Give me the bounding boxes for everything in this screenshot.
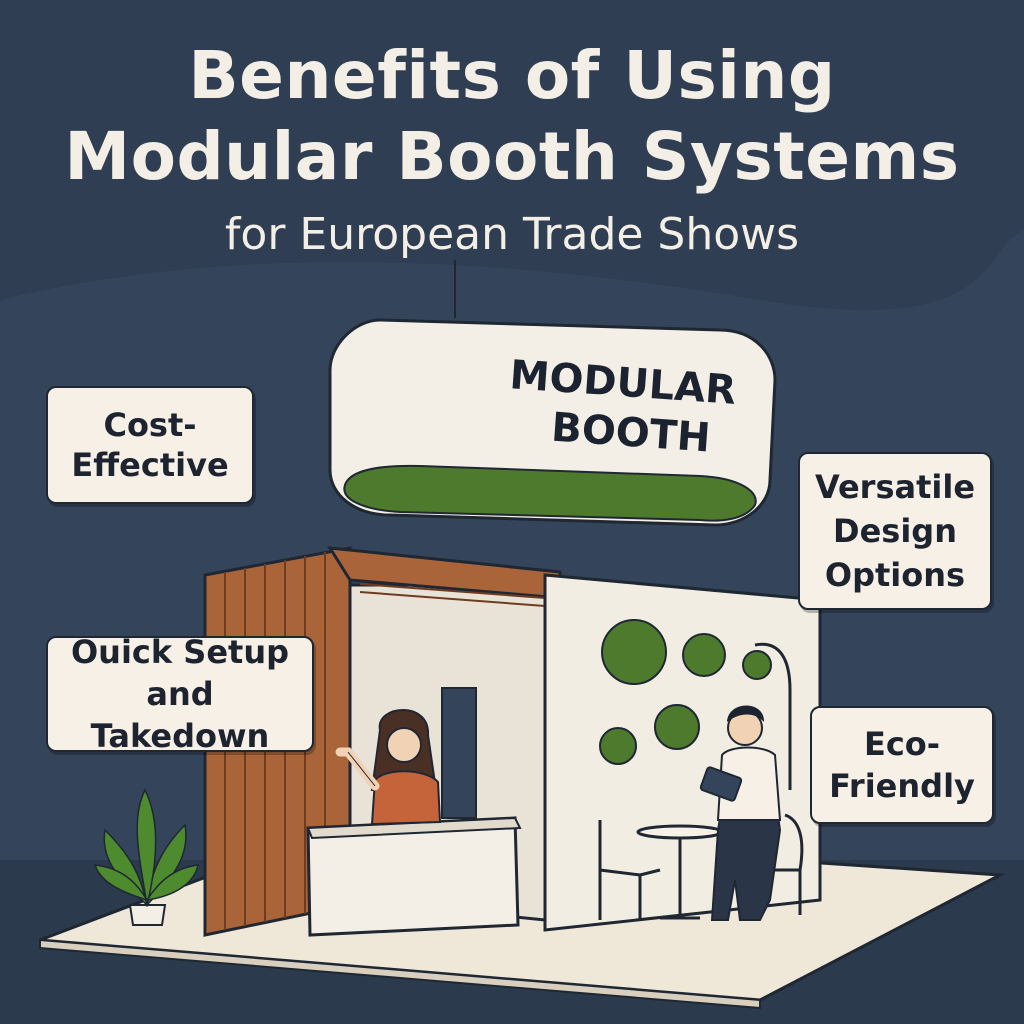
floor-edge	[39, 938, 761, 1010]
page-title: Benefits of Using Modular Booth Systems …	[0, 36, 1024, 266]
man-figure	[699, 705, 782, 921]
ceiling-slats	[359, 583, 546, 607]
woman-figure	[335, 709, 442, 826]
sign-line2: BOOTH	[550, 405, 712, 462]
moss-circles	[599, 619, 772, 765]
benefit-text: Ouick Setup	[70, 633, 290, 671]
lamp-arm	[754, 642, 792, 790]
benefit-text: Effective	[71, 446, 229, 484]
benefit-text: Versatile	[814, 468, 976, 506]
title-line-1: Benefits of Using	[188, 37, 836, 114]
benefit-text: Design	[833, 512, 957, 550]
benefit-card-eco-friendly: Eco- Friendly	[810, 706, 994, 824]
back-door	[441, 687, 477, 819]
benefit-text: and Takedown	[90, 675, 270, 755]
benefit-text: Cost-	[103, 406, 197, 444]
moss-wall	[543, 573, 822, 932]
title-line-2: Modular Booth Systems	[64, 118, 960, 195]
title-line-3: for European Trade Shows	[224, 209, 800, 260]
benefit-text: Friendly	[829, 767, 975, 805]
potted-plant	[93, 788, 199, 926]
benefit-card-quick-setup: Ouick Setup and Takedown	[46, 633, 314, 755]
benefit-card-versatile-design: Versatile Design Options	[798, 452, 992, 610]
counter-top	[306, 816, 522, 840]
hanging-sign: MODULAR BOOTH	[328, 318, 777, 527]
benefit-card-cost-effective: Cost- Effective	[46, 386, 254, 504]
benefit-text: Options	[824, 556, 966, 594]
benefit-text: Eco-	[863, 725, 941, 763]
